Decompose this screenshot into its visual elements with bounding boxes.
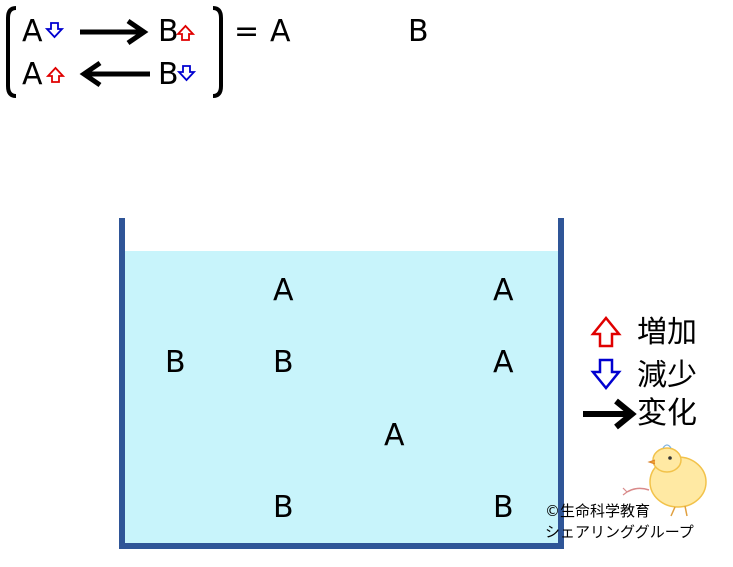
particle-b: B xyxy=(165,345,186,380)
particle-a: A xyxy=(384,418,405,453)
legend-icons xyxy=(583,316,637,430)
reverse-arrow-icon xyxy=(79,60,150,88)
particle-a: A xyxy=(493,345,514,380)
small-up-arrow-icon xyxy=(45,66,66,83)
small-up-arrow-icon xyxy=(175,24,196,41)
particle-a: A xyxy=(493,273,514,308)
small-down-arrow-icon xyxy=(176,65,197,82)
legend-decrease-label: 減少 xyxy=(637,358,697,393)
left-bracket xyxy=(6,6,17,98)
equation-top-left-label: A xyxy=(22,14,43,49)
equation-bottom-right-label: B xyxy=(158,57,179,92)
chick-mascot-icon xyxy=(622,444,707,517)
right-bracket xyxy=(212,6,223,98)
equation-result-a: A xyxy=(270,14,291,49)
legend-change-label: 変化 xyxy=(637,396,697,431)
decrease-arrow-icon xyxy=(590,358,622,390)
change-arrow-icon xyxy=(583,398,637,430)
equation-result-b: B xyxy=(408,14,429,49)
credit-line-1: ©生命科学教育 xyxy=(545,502,651,520)
particle-b: B xyxy=(273,490,294,525)
equation-top-right-label: B xyxy=(158,14,179,49)
beaker-liquid xyxy=(123,251,559,544)
legend-increase-label: 増加 xyxy=(637,315,697,350)
equation-bracket-graphics xyxy=(6,6,223,98)
particle-b: B xyxy=(273,345,294,380)
equation-bottom-left-label: A xyxy=(22,57,43,92)
small-down-arrow-icon xyxy=(44,22,65,39)
equals-sign: = xyxy=(234,14,260,49)
credit-line-2: シェアリンググループ xyxy=(545,523,694,541)
particle-b: B xyxy=(493,490,514,525)
forward-arrow-icon xyxy=(80,18,149,46)
increase-arrow-icon xyxy=(590,316,622,348)
particle-a: A xyxy=(273,273,294,308)
